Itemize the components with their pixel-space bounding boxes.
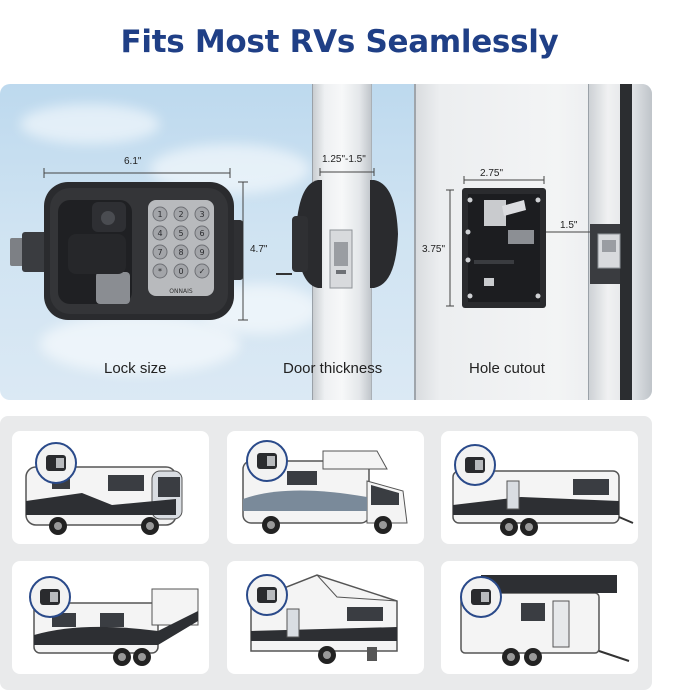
fifth-wheel-icon <box>29 576 199 666</box>
keypad-key-label: 1 <box>157 210 162 219</box>
rv-card-travel-trailer <box>441 431 638 544</box>
class-a-motorhome-icon <box>25 442 183 535</box>
keypad-key <box>152 244 168 260</box>
lock-front-illustration: 1 2 3 4 5 6 7 8 9 * 0 ✓ ONNAIS <box>10 168 248 321</box>
page-title: Fits Most RVs Seamlessly <box>120 24 559 60</box>
rv-card-class-c <box>227 431 424 544</box>
door-thickness-dimension: 1.25"-1.5" <box>322 154 366 165</box>
keypad-key <box>173 244 189 260</box>
pop-up-trailer-icon <box>246 574 398 664</box>
travel-trailer-icon <box>452 444 634 536</box>
rv-card-fifth-wheel <box>12 561 209 674</box>
keypad-key <box>194 244 210 260</box>
hole-cutout-illustration <box>446 176 621 308</box>
keypad-key-label: 6 <box>199 229 204 238</box>
keypad-key-label: 7 <box>157 248 162 257</box>
cutout-height-dimension: 3.75" <box>422 244 446 255</box>
brand-label: ONNAIS <box>169 288 193 295</box>
rv-compatibility-panel <box>0 416 652 690</box>
lock-width-dimension: 6.1" <box>124 156 142 167</box>
cutout-width-dimension: 2.75" <box>480 168 504 179</box>
keypad-key <box>152 206 168 222</box>
keypad-key <box>194 225 210 241</box>
keypad-key-label: 9 <box>199 248 204 257</box>
keypad-key <box>173 225 189 241</box>
keypad-key-label: 2 <box>178 210 183 219</box>
rv-card-pop-up <box>227 561 424 674</box>
lock-size-caption: Lock size <box>104 360 167 377</box>
lock-height-dimension: 4.7" <box>250 244 268 255</box>
keypad-key-label: 3 <box>199 210 204 219</box>
rv-card-class-a <box>12 431 209 544</box>
keypad-key <box>194 206 210 222</box>
hole-cutout-caption: Hole cutout <box>469 360 545 377</box>
door-thickness-illustration <box>276 168 398 289</box>
keypad-key-label: 8 <box>178 248 183 257</box>
door-seal <box>620 84 632 400</box>
keypad-key-label: * <box>158 267 162 276</box>
cutout-offset-dimension: 1.5" <box>560 220 578 231</box>
keypad-key <box>194 263 210 279</box>
keypad-key <box>173 206 189 222</box>
keypad-key-label: 4 <box>157 229 162 238</box>
cargo-trailer-icon <box>460 575 630 666</box>
rv-card-cargo <box>441 561 638 674</box>
class-c-motorhome-icon <box>242 440 408 534</box>
keypad-key <box>152 225 168 241</box>
keypad-key <box>173 263 189 279</box>
keypad-key-label: 5 <box>178 229 183 238</box>
door-thickness-caption: Door thickness <box>283 360 383 377</box>
keypad-key <box>152 263 168 279</box>
keypad-key-label: ✓ <box>199 267 206 276</box>
keypad-key-label: 0 <box>178 267 183 276</box>
